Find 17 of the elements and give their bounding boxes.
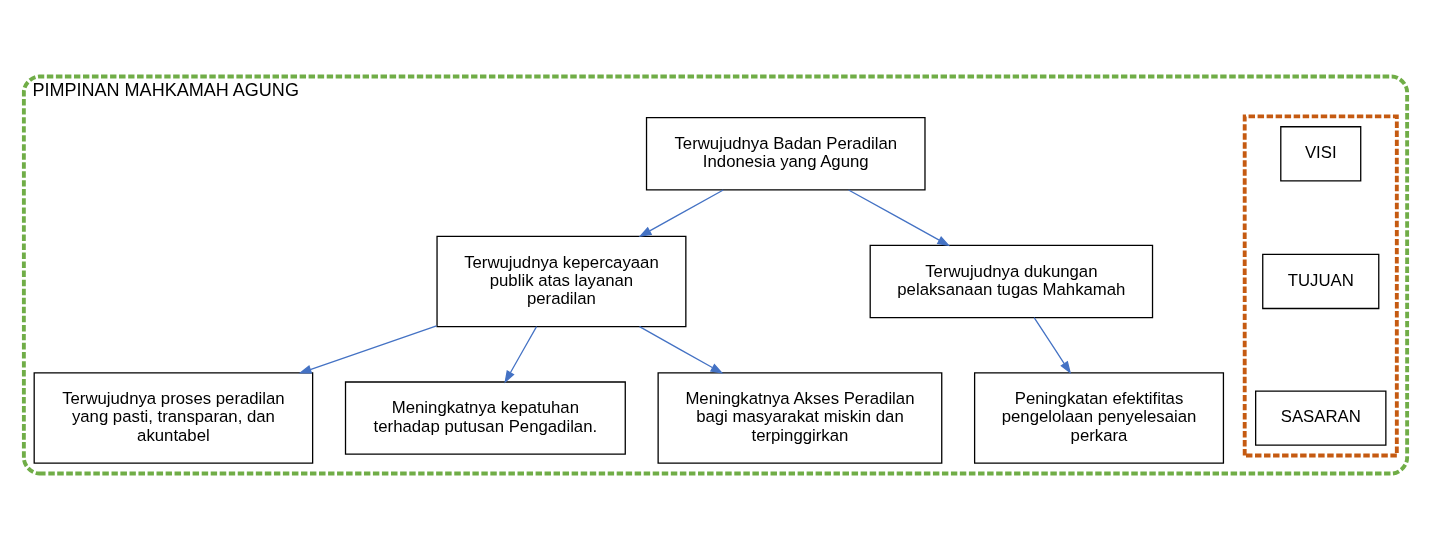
arrow (638, 189, 724, 238)
node-box: Terwujudnya Badan Peradilan Indonesia yang Agung (645, 117, 926, 191)
arrow (847, 189, 951, 247)
node-box: Terwujudnya dukungan pelaksanaan tugas Mahkamah (869, 244, 1154, 319)
node-box: TUJUAN (1262, 253, 1380, 310)
node-box: Meningkatnya Akses Peradilan bagi masyarakat miskin dan terpinggirkan (657, 372, 943, 464)
arrow (504, 326, 538, 384)
node-box: Terwujudnya proses peradilan yang pasti, transparan, dan akuntabel (33, 372, 314, 464)
node-box: SASARAN (1255, 390, 1387, 446)
cluster (1242, 114, 1399, 458)
arrow (298, 325, 438, 374)
node-box: Terwujudnya kepercayaan publik atas layanan peradilan (436, 235, 687, 328)
node-box: Meningkatnya kepatuhan terhadap putusan Pengadilan. (344, 381, 626, 455)
arrow (638, 326, 724, 374)
node-box: Peningkatan efektifitas pengelolaan penyelesaian perkara (973, 372, 1225, 464)
node-box: VISI (1280, 126, 1362, 182)
arrow (1033, 316, 1072, 375)
